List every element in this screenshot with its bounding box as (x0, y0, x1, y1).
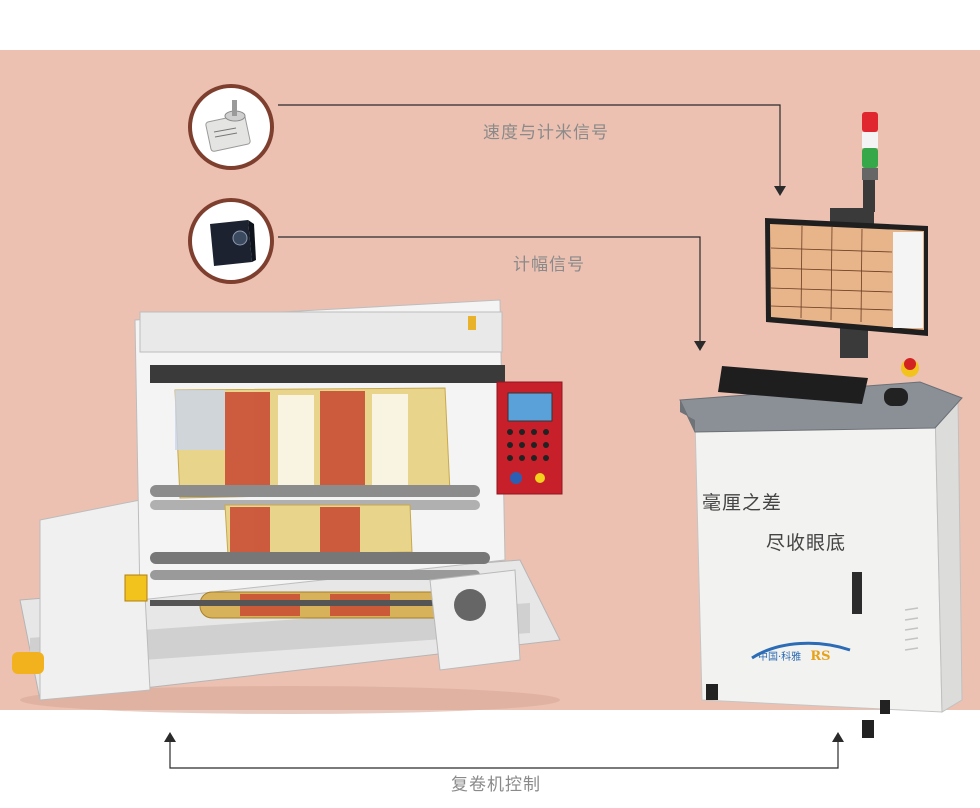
rotary-encoder-icon (188, 84, 274, 170)
cabinet-slogan-line-1: 毫厘之差 (702, 492, 783, 514)
speed-signal-connector (278, 104, 781, 190)
speed-signal-arrow (774, 186, 786, 196)
inspection-cabinet-illustration (679, 112, 963, 738)
cabinet-logo-text: 中国·科雅 (758, 652, 802, 663)
cabinet-logo: 中国·科雅 RS (758, 648, 831, 664)
width-signal-connector (278, 236, 701, 345)
rewinder-machine-illustration (12, 299, 563, 714)
cabinet-slogan-line-2: 尽收眼底 (766, 532, 847, 554)
photoelectric-sensor-icon (188, 198, 274, 284)
cabinet-logo-mark: RS (810, 649, 831, 664)
width-count-signal-label: 计幅信号 (513, 255, 585, 275)
rewinder-control-left-arrow (164, 732, 176, 742)
speed-meter-signal-label: 速度与计米信号 (483, 123, 609, 143)
rewinder-control-right-arrow (832, 732, 844, 742)
rewinder-control-connector (169, 738, 839, 769)
rewinder-control-label: 复卷机控制 (451, 775, 541, 795)
width-signal-arrow (694, 341, 706, 351)
